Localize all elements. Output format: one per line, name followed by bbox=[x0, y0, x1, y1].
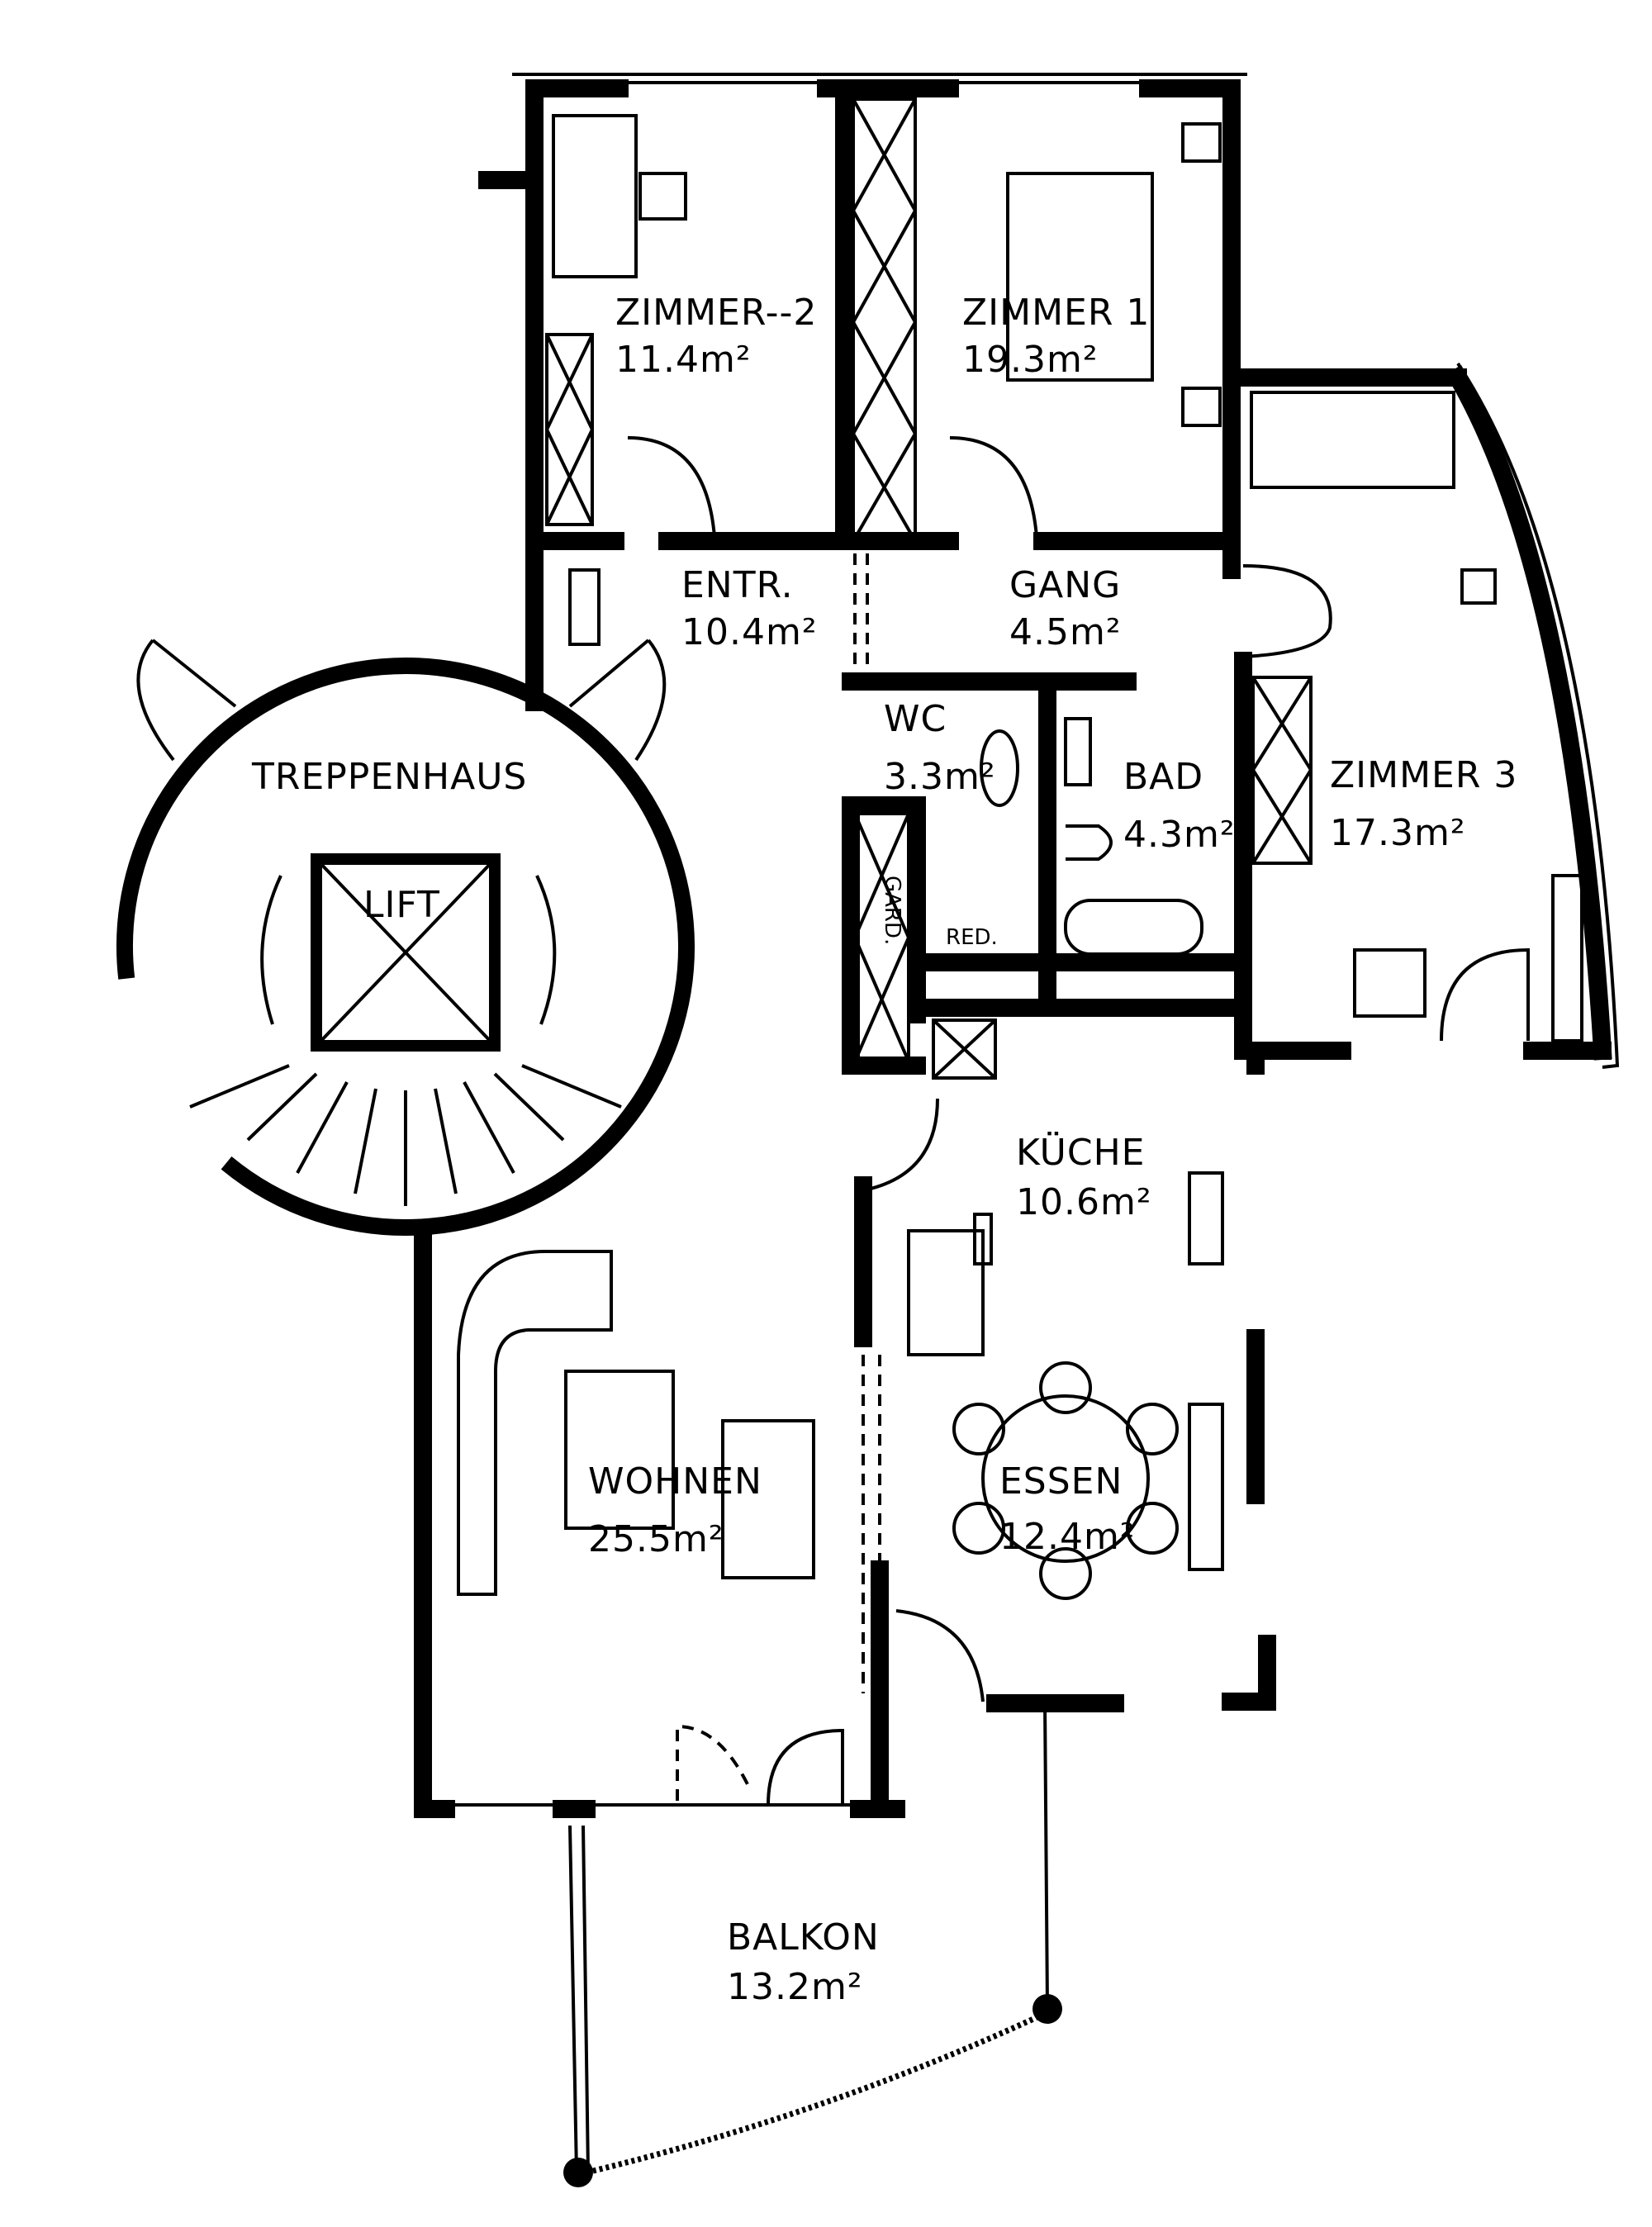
doors bbox=[627, 436, 1530, 1806]
room-name-zimmer3: ZIMMER 3 bbox=[1330, 754, 1517, 796]
room-name-wohnen: WOHNEN bbox=[588, 1460, 762, 1503]
room-area-gang: 4.5m² bbox=[1009, 611, 1121, 653]
room-name-zimmer2: ZIMMER--2 bbox=[615, 292, 817, 334]
room-area-zimmer1: 19.3m² bbox=[962, 339, 1098, 381]
stairwell-label: TREPPENHAUS bbox=[251, 756, 527, 798]
stairwell bbox=[116, 639, 695, 1236]
walls bbox=[414, 73, 1620, 1818]
room-area-zimmer3: 17.3m² bbox=[1330, 812, 1465, 854]
room-name-entr: ENTR. bbox=[681, 564, 794, 606]
room-area-kueche: 10.6m² bbox=[1016, 1181, 1151, 1223]
wardrobes bbox=[545, 97, 1313, 1080]
room-area-wohnen: 25.5m² bbox=[588, 1518, 724, 1560]
balcony bbox=[563, 1701, 1062, 2187]
room-name-kueche: KÜCHE bbox=[1016, 1131, 1146, 1174]
furniture bbox=[457, 114, 1583, 1600]
room-area-zimmer2: 11.4m² bbox=[615, 339, 751, 381]
room-name-zimmer1: ZIMMER 1 bbox=[962, 292, 1150, 334]
room-area-essen: 12.4m² bbox=[999, 1516, 1135, 1558]
room-area-entr: 10.4m² bbox=[681, 611, 817, 653]
red-label: RED. bbox=[946, 925, 998, 950]
room-name-gang: GANG bbox=[1009, 564, 1121, 606]
room-name-balkon: BALKON bbox=[727, 1916, 880, 1959]
gard-label: GARD. bbox=[880, 876, 904, 945]
room-area-wc: 3.3m² bbox=[884, 756, 995, 798]
room-name-bad: BAD bbox=[1123, 756, 1203, 798]
stair-treads bbox=[189, 1064, 622, 1206]
lift-label: LIFT bbox=[363, 884, 440, 926]
room-area-bad: 4.3m² bbox=[1123, 814, 1235, 856]
room-name-essen: ESSEN bbox=[999, 1460, 1123, 1503]
room-area-balkon: 13.2m² bbox=[727, 1966, 862, 2008]
room-labels: ZIMMER--2 11.4m² ZIMMER 1 19.3m² ENTR. 1… bbox=[251, 292, 1517, 2008]
room-name-wc: WC bbox=[884, 698, 947, 740]
